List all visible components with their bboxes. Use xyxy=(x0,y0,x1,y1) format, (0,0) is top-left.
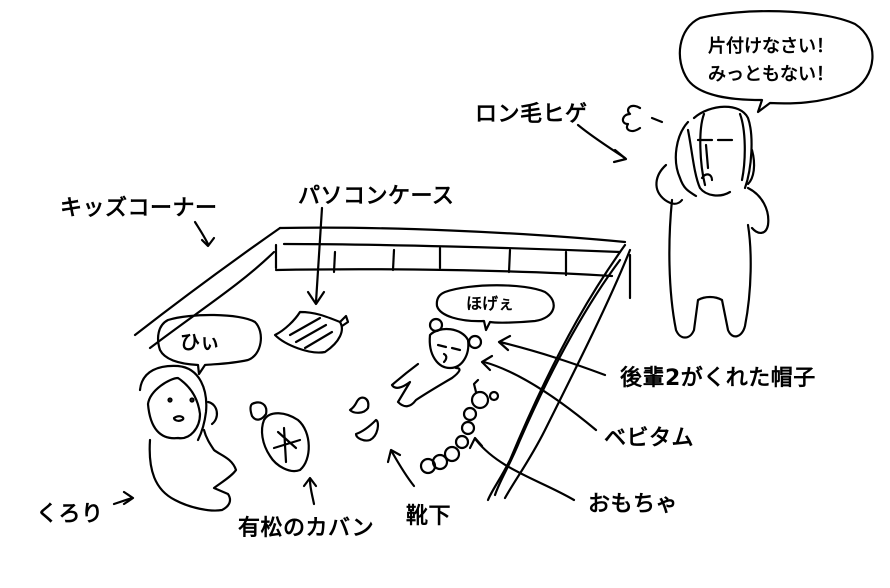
label-bag: 有松のカバン xyxy=(238,516,375,541)
arrow-toy xyxy=(474,438,576,502)
scold-speech-line2: みっともない！ xyxy=(708,64,834,85)
arrow-kurori-head xyxy=(122,490,135,506)
label-socks: 靴下 xyxy=(406,504,452,529)
arrow-hat xyxy=(498,340,607,377)
sock-2 xyxy=(354,418,380,442)
arrow-kids-corner xyxy=(193,220,210,246)
scold-speech-line1: 片付けなさい！ xyxy=(708,36,834,57)
arrow-kids-corner-head xyxy=(200,236,216,248)
arrow-socks-head xyxy=(386,448,402,464)
arrow-pc-case xyxy=(314,206,324,304)
speech-bubble-baby xyxy=(435,284,555,332)
puff-dash xyxy=(650,116,664,124)
kurori-figure xyxy=(138,364,238,512)
arrow-hat-head xyxy=(497,334,512,352)
label-bebitamu: ベビタム xyxy=(604,426,695,451)
arrow-bag xyxy=(308,478,316,506)
baby-figure xyxy=(390,317,483,408)
puff-icon xyxy=(621,104,642,133)
bag xyxy=(249,401,310,473)
toy xyxy=(419,378,500,475)
baby-speech: ほげぇ xyxy=(466,294,515,313)
arrow-socks xyxy=(390,450,416,488)
playpen-fence xyxy=(133,226,632,502)
speech-bubble-kurori xyxy=(157,313,262,376)
man-figure xyxy=(655,105,770,339)
label-long-hair-beard: ロン毛ヒゲ xyxy=(475,102,588,127)
arrow-pc-case-head xyxy=(306,290,326,306)
arrow-long-hair-head xyxy=(612,148,628,164)
label-hat: 後輩2がくれた帽子 xyxy=(620,366,816,391)
pc-case xyxy=(273,310,350,354)
label-kids-corner: キッズコーナー xyxy=(60,196,218,221)
label-pc-case: パソコンケース xyxy=(298,184,455,209)
arrow-bebitamu xyxy=(482,360,598,432)
arrow-toy-head xyxy=(468,436,484,450)
sock-1 xyxy=(348,396,370,414)
label-kurori: くろり xyxy=(36,502,104,527)
kurori-speech: ひぃ xyxy=(180,330,220,354)
speech-bubble-scold xyxy=(678,10,874,114)
arrow-bebitamu-head xyxy=(480,354,494,372)
label-toy: おもちゃ xyxy=(588,492,679,517)
arrow-bag-head xyxy=(302,476,318,488)
